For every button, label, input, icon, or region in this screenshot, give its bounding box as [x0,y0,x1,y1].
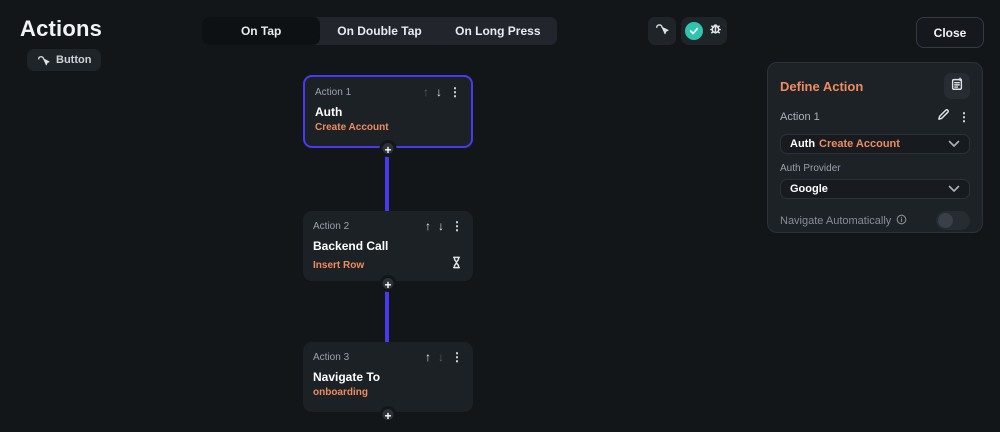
action-type-value: Auth [790,138,816,150]
navigate-automatically-toggle[interactable] [936,211,970,230]
auth-provider-dropdown[interactable]: Google [780,179,970,199]
action-node-title: Backend Call [313,239,389,253]
move-down-icon[interactable]: ↓ [436,85,442,99]
trigger-tabs: On Tap On Double Tap On Long Press [202,17,557,45]
connector-line [385,148,389,214]
more-menu-icon[interactable]: ⋮ [451,350,463,364]
more-menu-icon[interactable]: ⋮ [451,219,463,233]
action-node-label: Action 2 [313,220,350,232]
close-button[interactable]: Close [916,17,984,48]
more-menu-icon[interactable]: ⋮ [958,110,970,124]
auth-provider-value: Google [790,183,828,195]
tab-on-tap[interactable]: On Tap [202,17,321,45]
tap-gesture-icon [655,22,669,41]
copy-note-icon [950,76,964,96]
action-node-subtitle: Insert Row [313,259,365,271]
edit-pencil-icon[interactable] [937,108,950,126]
add-action-button[interactable]: + [379,406,397,423]
move-up-icon[interactable]: ↑ [425,350,431,364]
debug-bug-icon[interactable] [708,21,723,41]
navigate-automatically-label: Navigate Automatically [780,214,892,227]
page-title: Actions [20,16,103,41]
trigger-widget-label: Button [56,54,92,66]
copy-actions-button[interactable] [944,73,970,99]
action-node-2[interactable]: Action 2 ↑ ↓ ⋮ Backend Call Insert Row + [303,211,473,292]
action-node-title: Auth [315,105,343,119]
chevron-down-icon [948,135,960,153]
tab-on-long-press[interactable]: On Long Press [455,24,541,38]
tap-gesture-icon [37,54,50,67]
toggle-knob [938,213,953,228]
move-up-icon[interactable]: ↑ [425,219,431,233]
action-node-subtitle: onboarding [313,387,368,398]
more-menu-icon[interactable]: ⋮ [449,85,461,99]
hourglass-wait-icon [450,256,463,274]
action-node-label: Action 3 [313,351,350,363]
validation-status-pill [681,17,727,45]
action-node-3[interactable]: Action 3 ↑ ↓ ⋮ Navigate To onboarding + [303,342,473,423]
panel-action-label: Action 1 [780,111,820,123]
action-node-label: Action 1 [315,86,352,98]
action-node-1[interactable]: Action 1 ↑ ↓ ⋮ Auth Create Account + [303,75,473,157]
check-icon[interactable] [685,22,704,40]
action-node-subtitle: Create Account [315,122,389,133]
trigger-widget-chip[interactable]: Button [27,49,102,71]
info-icon [896,214,907,228]
add-action-button[interactable]: + [379,140,397,157]
action-detail-value: Create Account [819,138,900,150]
panel-title: Define Action [780,78,864,94]
auth-provider-label: Auth Provider [780,163,841,174]
move-down-icon[interactable]: ↓ [438,219,444,233]
connector-line [385,279,389,345]
chevron-down-icon [948,180,960,198]
move-down-icon: ↓ [438,350,444,364]
gesture-settings-button[interactable] [648,17,676,45]
tab-on-double-tap[interactable]: On Double Tap [337,24,422,38]
action-node-title: Navigate To [313,370,381,384]
move-up-icon: ↑ [423,85,429,99]
add-action-button[interactable]: + [379,275,397,292]
